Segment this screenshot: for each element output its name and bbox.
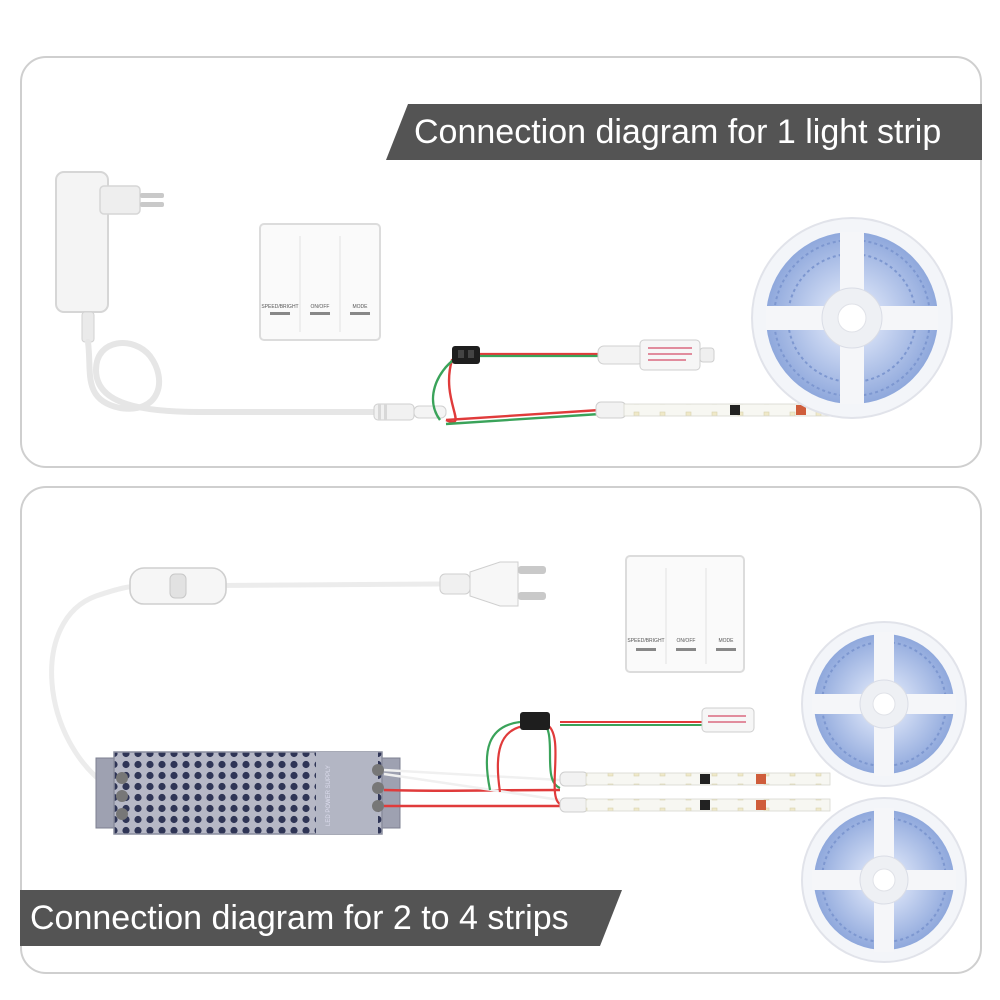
jst-connector <box>452 346 480 364</box>
rf-receiver <box>597 339 715 371</box>
controller-button-label: ON/OFF <box>677 638 696 644</box>
adapter-cable <box>85 339 383 415</box>
controller-button-label: MODE <box>719 638 735 644</box>
wall-controller <box>625 555 745 673</box>
power-supply-label: LED POWER SUPPLY <box>326 765 332 826</box>
controller-button-label: MODE <box>353 304 369 310</box>
controller-button-label: SPEED/BRIGHT <box>627 638 664 644</box>
rf-receiver <box>701 707 755 733</box>
controller-button-label: SPEED/BRIGHT <box>261 304 298 310</box>
wall-controller <box>259 223 381 341</box>
jst-connector <box>520 712 550 730</box>
led-power-supply <box>95 751 401 835</box>
mains-cable <box>49 581 441 791</box>
led-strip-reel <box>801 621 967 787</box>
led-strip-segment <box>595 401 835 419</box>
plug-adapter <box>55 171 164 343</box>
euro-plug <box>439 561 546 607</box>
inline-switch <box>129 567 227 605</box>
multi-strip-title-banner: Connection diagram for 2 to 4 strips <box>20 890 622 946</box>
led-strip-reel <box>751 217 953 419</box>
led-strip-segment <box>559 771 831 787</box>
controller-button-label: ON/OFF <box>311 304 330 310</box>
output-wires <box>383 719 710 808</box>
signal-wires <box>431 352 601 426</box>
single-strip-title-banner: Connection diagram for 1 light strip <box>386 104 982 160</box>
led-strip-reel <box>801 797 967 963</box>
led-strip-segment <box>559 797 831 813</box>
